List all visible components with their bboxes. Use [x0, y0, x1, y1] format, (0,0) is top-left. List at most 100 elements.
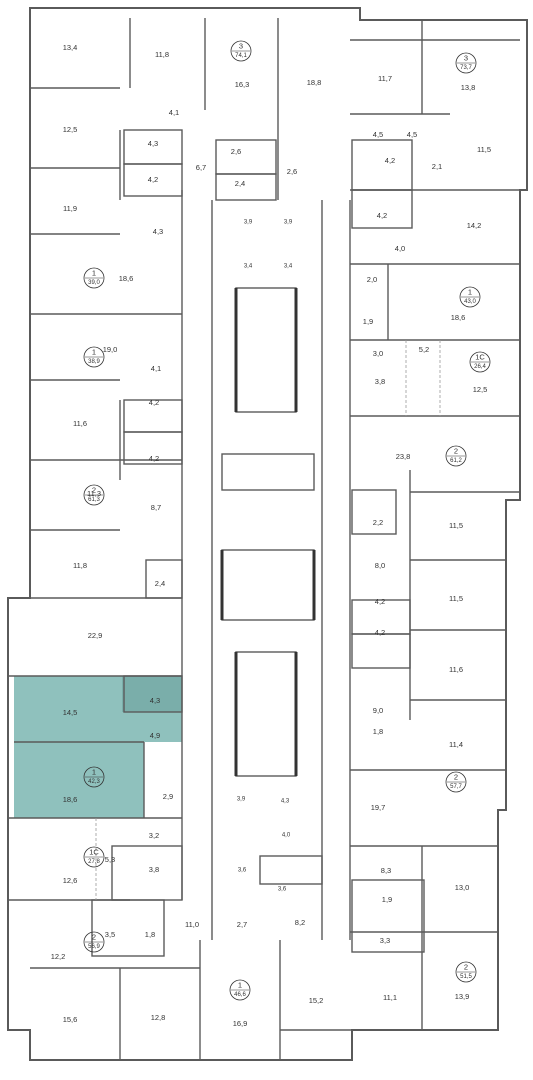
- room-area-label: 12,5: [63, 125, 78, 134]
- room-area-label: 11,6: [449, 665, 463, 674]
- room-area-label: 13,4: [63, 43, 78, 52]
- room-area-label: 3,9: [237, 797, 246, 803]
- room-area-label: 12,8: [151, 1013, 166, 1022]
- room-area-label: 13,8: [461, 83, 476, 92]
- room-area-label: 18,6: [119, 274, 134, 283]
- apartment-area: 56,9: [88, 944, 100, 950]
- apartment-badge[interactable]: 142,3: [83, 766, 105, 788]
- room-area-label: 14,2: [467, 221, 482, 230]
- room-area-label: 8,7: [151, 503, 161, 512]
- apartment-badge[interactable]: 373,7: [455, 52, 477, 74]
- apartment-badge[interactable]: 139,0: [83, 267, 105, 289]
- room-area-label: 6,7: [196, 163, 206, 172]
- apartment-area: 51,5: [460, 974, 472, 980]
- room-area-label: 11,5: [449, 521, 463, 530]
- apartment-rooms: 1: [468, 287, 472, 296]
- room-area-label: 3,0: [373, 349, 383, 358]
- room-area-label: 12,6: [63, 876, 78, 885]
- room-area-label: 4,1: [151, 364, 161, 373]
- room-area-label: 4,9: [150, 731, 160, 740]
- room-area-label: 11,3: [87, 489, 101, 498]
- apartment-badge[interactable]: 261,2: [445, 445, 467, 467]
- room-area-label: 13,0: [455, 883, 470, 892]
- room-area-label: 2,1: [432, 162, 442, 171]
- apartment-circle: [230, 40, 252, 62]
- interior-walls: [8, 18, 527, 1060]
- partitions: [95, 340, 441, 900]
- apartment-circle: [229, 979, 251, 1001]
- room-area-label: 3,9: [284, 220, 293, 226]
- room-area-label: 3,4: [284, 264, 293, 270]
- apartment-rooms: 1: [92, 347, 96, 356]
- apartment-circle: [455, 961, 477, 983]
- apartment-area: 46,6: [234, 992, 246, 998]
- room-area-label: 3,5: [105, 930, 115, 939]
- room-area-label: 11,1: [383, 993, 397, 1002]
- room-area-label: 1,9: [363, 317, 373, 326]
- apartment-rooms: 2: [454, 772, 458, 781]
- room-area-label: 1,8: [373, 727, 383, 736]
- room-area-label: 4,3: [281, 799, 290, 805]
- room-area-label: 12,2: [51, 952, 66, 961]
- apartment-rooms: 1: [92, 767, 96, 776]
- room-area-label: 11,5: [477, 145, 491, 154]
- apartment-badge[interactable]: 256,9: [83, 931, 105, 953]
- room-area-label: 2,4: [235, 179, 245, 188]
- apartment-circle: [83, 346, 105, 368]
- room-area-label: 15,2: [309, 996, 324, 1005]
- room-area-label: 8,3: [381, 866, 391, 875]
- room-area-label: 8,0: [375, 561, 385, 570]
- room-area-label: 4,2: [377, 211, 387, 220]
- apartment-badge[interactable]: 146,6: [229, 979, 251, 1001]
- apartment-badge[interactable]: 261,3: [83, 484, 105, 506]
- room-area-label: 4,2: [148, 175, 158, 184]
- apartment-area: 61,3: [88, 497, 100, 503]
- room-area-label: 15,6: [63, 1015, 78, 1024]
- room-area-label: 23,8: [396, 452, 411, 461]
- apartment-area: 42,3: [88, 779, 100, 785]
- room-area-label: 2,2: [373, 518, 383, 527]
- apartment-rooms: 1: [92, 268, 96, 277]
- apartment-rooms: 1: [238, 980, 242, 989]
- room-area-label: 18,8: [307, 78, 322, 87]
- room-area-label: 11,7: [378, 74, 392, 83]
- room-area-label: 3,8: [149, 865, 159, 874]
- apartment-circle: [455, 52, 477, 74]
- apartment-circle: [459, 286, 481, 308]
- room-area-label: 11,5: [449, 594, 463, 603]
- room-area-label: 4,5: [373, 130, 383, 139]
- apartment-area: 26,4: [474, 364, 486, 370]
- room-area-label: 19,7: [371, 803, 386, 812]
- room-area-label: 18,6: [63, 795, 78, 804]
- room-area-label: 3,3: [380, 936, 390, 945]
- room-area-label: 1,8: [145, 930, 155, 939]
- apartment-badge[interactable]: 251,5: [455, 961, 477, 983]
- room-area-label: 2,6: [287, 167, 297, 176]
- apartment-area: 61,2: [450, 458, 462, 464]
- apartment-badge[interactable]: 374,1: [230, 40, 252, 62]
- room-area-label: 8,2: [295, 918, 305, 927]
- room-area-label: 16,3: [235, 80, 250, 89]
- room-area-label: 4,0: [282, 833, 291, 839]
- room-area-label: 11,8: [155, 50, 169, 59]
- room-area-label: 5,2: [419, 345, 429, 354]
- room-area-label: 3,8: [375, 377, 385, 386]
- apartment-area: 27,8: [88, 859, 100, 865]
- apartment-rooms: 3: [464, 53, 468, 62]
- room-area-label: 4,2: [375, 597, 385, 606]
- apartment-badge[interactable]: 257,7: [445, 771, 467, 793]
- apartment-circle: [445, 771, 467, 793]
- room-area-label: 4,0: [395, 244, 405, 253]
- room-area-label: 3,6: [278, 887, 287, 893]
- room-area-label: 3,6: [238, 868, 247, 874]
- room-area-label: 2,0: [367, 275, 377, 284]
- apartment-circle: [469, 351, 491, 373]
- apartment-badge[interactable]: 143,0: [459, 286, 481, 308]
- room-area-label: 4,3: [148, 139, 158, 148]
- room-area-label: 18,6: [451, 313, 466, 322]
- apartment-badge[interactable]: 138,9: [83, 346, 105, 368]
- room-area-label: 2,6: [231, 147, 241, 156]
